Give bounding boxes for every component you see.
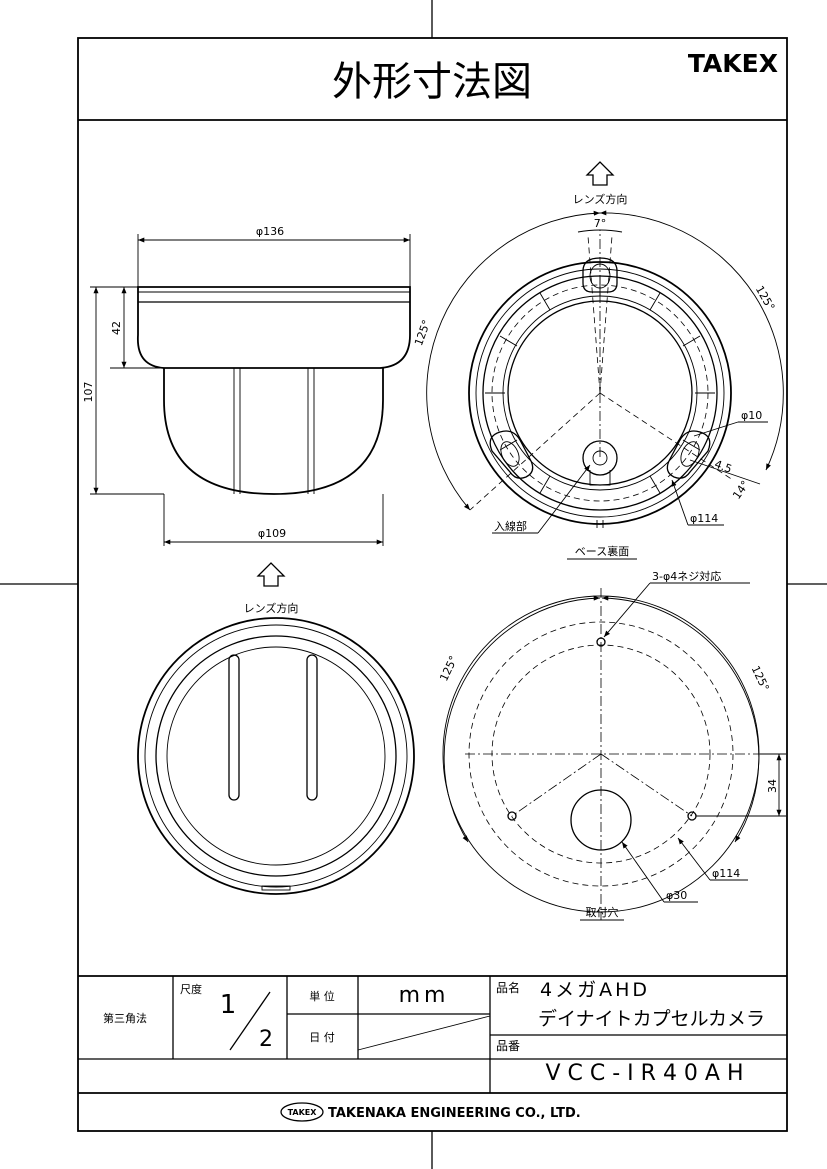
base-wire-entry: 入線部	[494, 519, 527, 533]
mount-screw-note: 3-φ4ネジ対応	[652, 569, 721, 583]
title-block: 第三角法 尺度 1 2 単 位 mm 日 付 品名 4メガAHD デイナイトカプ…	[78, 975, 787, 1122]
base-angle-left: 125°	[412, 318, 433, 347]
drawing-title: 外形寸法図	[332, 59, 532, 105]
base-angle-small: 14°	[730, 478, 752, 501]
product-name-label: 品名	[496, 980, 520, 995]
projection-label: 第三角法	[103, 1011, 147, 1025]
product-name-line2: デイナイトカプセルカメラ	[538, 1008, 765, 1030]
side-total-height: 107	[82, 382, 95, 403]
product-number: VCC-IR40AH	[545, 1061, 750, 1086]
mount-hole-dia: φ30	[666, 889, 687, 902]
base-caption: ベース裏面	[575, 544, 629, 558]
mount-pcd: φ114	[712, 867, 740, 880]
company-name: TAKENAKA ENGINEERING CO., LTD.	[328, 1106, 581, 1121]
unit-value: mm	[399, 983, 450, 1008]
base-direction-label: レンズ方向	[573, 192, 628, 206]
mount-angle-right: 125°	[749, 664, 772, 694]
product-no-label: 品番	[496, 1039, 520, 1053]
base-angle-top: 7°	[594, 217, 607, 230]
mount-angle-left: 125°	[437, 654, 460, 684]
unit-label: 単 位	[309, 989, 335, 1003]
side-base-height: 42	[110, 321, 123, 335]
base-back-view: レンズ方向 7° 125° 125°	[412, 161, 784, 560]
brand-logo: TAKEX	[688, 49, 778, 78]
front-view: レンズ方向	[137, 562, 415, 895]
lens-direction-arrow-icon	[585, 161, 615, 186]
lens-direction-arrow-icon	[256, 562, 286, 587]
side-bottom-diameter: φ109	[258, 527, 286, 540]
company-logo-text: TAKEX	[288, 1108, 318, 1117]
scale-label: 尺度	[180, 982, 202, 996]
side-view: φ136 φ109 42 107	[82, 225, 411, 546]
date-label: 日 付	[309, 1031, 335, 1044]
mount-offset: 34	[766, 779, 779, 793]
base-diameter: φ114	[690, 512, 718, 525]
side-top-diameter: φ136	[256, 225, 284, 238]
scale-numerator: 1	[220, 990, 237, 1020]
base-hole-dia: φ10	[741, 409, 762, 422]
mounting-view: 3-φ4ネジ対応 125° 125° 34 φ114 φ30 取付穴	[437, 569, 786, 921]
company-logo-icon	[280, 1102, 324, 1122]
mount-caption: 取付穴	[586, 905, 619, 919]
base-offset: 4.5	[713, 458, 734, 476]
front-direction-label: レンズ方向	[244, 601, 299, 615]
product-name-line1: 4メガAHD	[540, 979, 650, 1001]
scale-denominator: 2	[259, 1027, 273, 1052]
